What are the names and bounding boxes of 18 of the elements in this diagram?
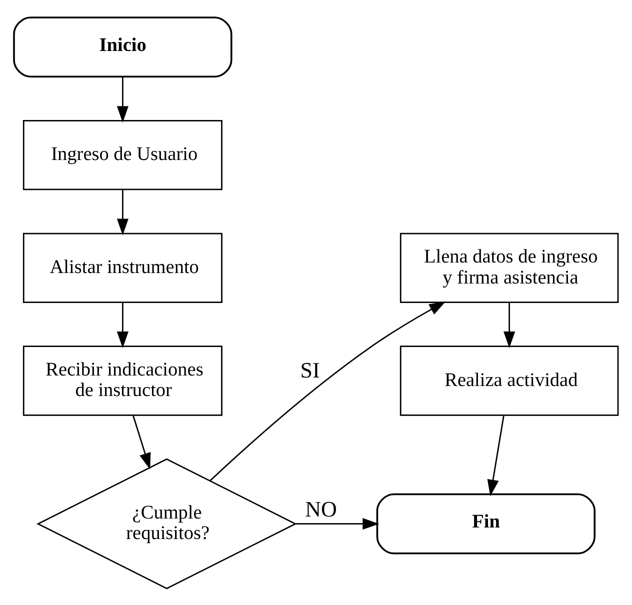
node-box: Ingreso de Usuario (22, 120, 222, 190)
node-box: Llena datos de ingreso y firma asistencia (400, 232, 619, 302)
node-box: Fin (376, 492, 596, 554)
node-box: Alistar instrumento (22, 232, 222, 302)
edge-label: SI (300, 356, 320, 382)
arrow (132, 414, 151, 469)
arrow (116, 189, 128, 235)
arrow (116, 302, 128, 348)
arrow (487, 414, 504, 496)
arrow (210, 300, 446, 481)
arrow (116, 76, 128, 122)
node-box: Inicio (13, 16, 232, 78)
edge-label: NO (305, 496, 337, 522)
arrow (296, 518, 380, 530)
node-diamond: ¿Cumple requisitos? (36, 458, 297, 589)
node-box: Recibir indicaciones de instructor (22, 345, 222, 416)
arrow (504, 302, 516, 348)
node-box: Realiza actividad (400, 345, 619, 416)
